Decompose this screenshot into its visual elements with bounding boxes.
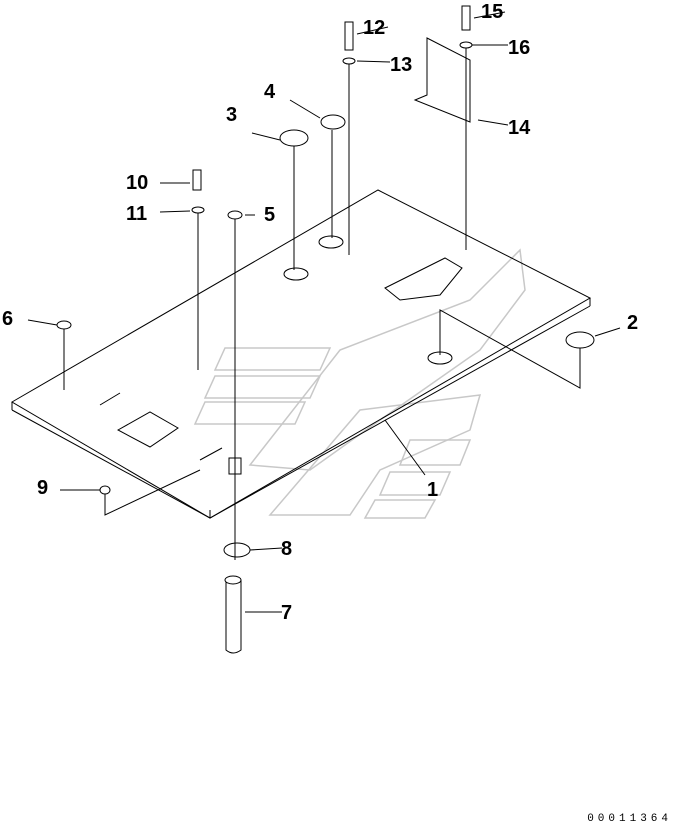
callout-11: 11 [126,203,147,225]
callout-7: 7 [281,602,292,624]
watermark-logo [193,248,526,519]
callout-3: 3 [226,104,237,126]
callout-15: 15 [481,1,503,23]
callout-labels: 1 2 3 4 5 6 7 8 9 10 11 12 13 14 15 16 [2,1,638,624]
drawing-code: 00011364 [587,813,672,825]
callout-8: 8 [281,538,292,560]
floor-plate [11,189,592,519]
callout-2: 2 [627,312,638,334]
leader-lines [27,11,621,613]
callout-6: 6 [2,308,13,330]
callout-13: 13 [390,54,412,76]
callout-12: 12 [363,17,385,39]
callout-16: 16 [508,37,530,59]
callout-5: 5 [264,204,275,226]
callout-14: 14 [508,117,531,139]
callout-10: 10 [126,172,148,194]
callout-9: 9 [37,477,48,499]
parts [56,5,595,654]
callout-1: 1 [427,479,438,501]
callout-4: 4 [264,81,276,103]
